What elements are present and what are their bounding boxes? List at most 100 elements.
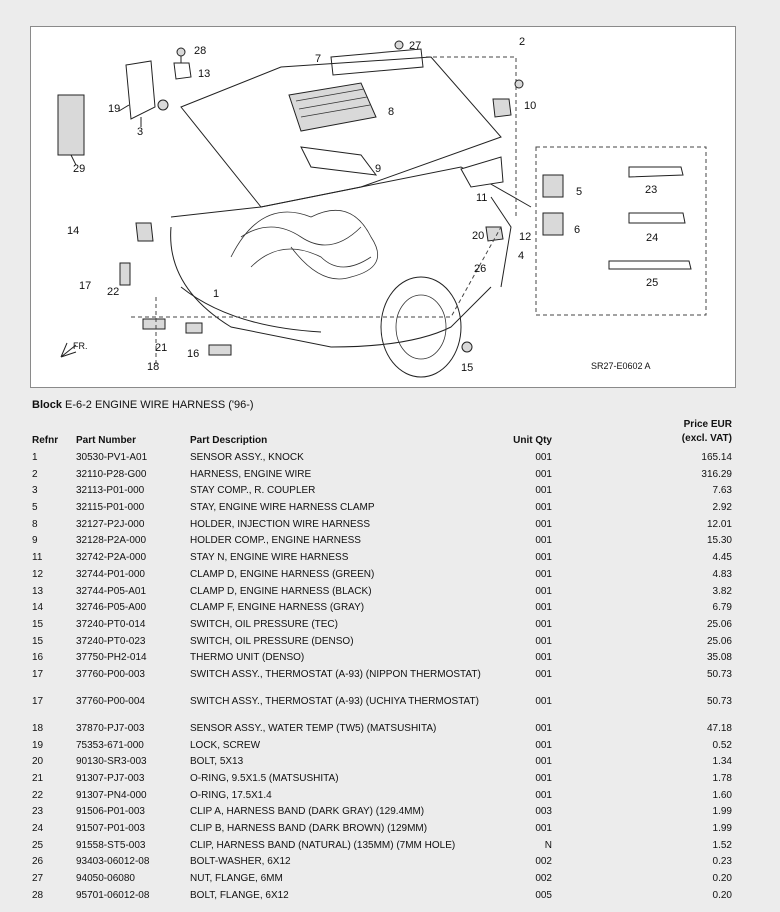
callout-18: 18 xyxy=(147,361,159,373)
cell-part-number: 37240-PT0-014 xyxy=(76,618,146,630)
parts-table: Refnr Part Number Part Description Unit … xyxy=(32,418,742,905)
col-price-header-line1: Price EUR xyxy=(683,419,732,430)
callout-4: 4 xyxy=(518,250,524,262)
cell-description: CLIP, HARNESS BAND (NATURAL) (135MM) (7M… xyxy=(190,839,456,851)
callout-29: 29 xyxy=(73,163,85,175)
cell-description: STAY COMP., R. COUPLER xyxy=(190,485,316,497)
cell-description: SWITCH, OIL PRESSURE (DENSO) xyxy=(190,635,354,647)
part-9-holder xyxy=(300,146,378,176)
cell-ref: 24 xyxy=(32,823,44,835)
cell-part-number: 75353-671-000 xyxy=(76,739,144,751)
cell-part-number: 32127-P2J-000 xyxy=(76,518,145,530)
cell-part-number: 93403-06012-08 xyxy=(76,856,150,868)
cell-part-number: 32746-P05-A00 xyxy=(76,602,147,614)
cell-ref: 22 xyxy=(32,789,44,801)
cell-price: 316.29 xyxy=(701,468,732,480)
cell-ref: 2 xyxy=(32,468,38,480)
cell-ref: 11 xyxy=(32,552,43,564)
cell-description: O-RING, 9.5X1.5 (MATSUSHITA) xyxy=(190,773,339,784)
cell-price: 50.73 xyxy=(706,695,732,707)
cell-price: 12.01 xyxy=(706,518,732,530)
callout-8: 8 xyxy=(388,106,394,118)
cell-price: 25.06 xyxy=(706,618,732,630)
cell-ref: 8 xyxy=(32,518,38,530)
part-25-clip xyxy=(608,260,692,270)
callout-11: 11 xyxy=(476,192,487,204)
cell-qty: 001 xyxy=(535,518,552,530)
part-18-sensor xyxy=(142,318,166,330)
cell-qty: 001 xyxy=(535,652,552,664)
cell-description: NUT, FLANGE, 6MM xyxy=(190,873,283,885)
part-12-clamp xyxy=(485,226,504,242)
part-3-stay xyxy=(125,60,156,120)
callout-2: 2 xyxy=(519,36,525,48)
cell-description: CLAMP F, ENGINE HARNESS (GRAY) xyxy=(190,602,365,614)
cell-price: 4.45 xyxy=(712,552,732,564)
col-ref-header: Refnr xyxy=(32,435,59,446)
cell-description: CLAMP D, ENGINE HARNESS (BLACK) xyxy=(190,585,372,597)
cell-description: HARNESS, ENGINE WIRE xyxy=(190,468,312,480)
part-6-stay xyxy=(542,212,564,236)
callout-17: 17 xyxy=(79,280,91,292)
block-title: Block E-6-2 ENGINE WIRE HARNESS ('96-) xyxy=(32,399,254,411)
part-24-clip xyxy=(628,212,686,224)
part-5-stay xyxy=(542,174,564,198)
cell-qty: 001 xyxy=(535,668,552,680)
callout-22: 22 xyxy=(107,286,119,298)
cell-price: 165.14 xyxy=(701,452,732,463)
callout-9: 9 xyxy=(375,163,381,175)
engine-harness-illustration: FR. 1 2 3 4 5 6 7 8 9 10 11 12 13 14 15 … xyxy=(57,36,707,378)
callout-27: 27 xyxy=(409,40,421,52)
cell-qty: 001 xyxy=(535,602,552,614)
callout-6: 6 xyxy=(574,224,580,236)
part-13-clamp xyxy=(173,62,192,80)
cell-description: SWITCH ASSY., THERMOSTAT (A-93) (NIPPON … xyxy=(190,668,481,680)
cell-ref: 18 xyxy=(32,722,44,734)
callout-10: 10 xyxy=(524,100,536,112)
cell-price: 1.34 xyxy=(712,756,732,768)
cell-description: BOLT, FLANGE, 6X12 xyxy=(190,889,289,901)
cell-price: 1.78 xyxy=(712,773,732,784)
cell-part-number: 32128-P2A-000 xyxy=(76,535,147,547)
cell-ref: 14 xyxy=(32,602,44,614)
callout-13: 13 xyxy=(198,68,210,80)
cell-ref: 19 xyxy=(32,739,44,751)
cell-part-number: 90130-SR3-003 xyxy=(76,756,147,768)
cell-part-number: 32113-P01-000 xyxy=(76,485,145,497)
cell-ref: 17 xyxy=(32,695,44,707)
block-label: Block xyxy=(32,399,62,411)
cell-description: SWITCH, OIL PRESSURE (TEC) xyxy=(190,618,338,630)
cell-qty: 001 xyxy=(535,502,552,514)
callout-5: 5 xyxy=(576,186,582,198)
cell-qty: 001 xyxy=(535,695,552,707)
cell-description: CLIP B, HARNESS BAND (DARK BROWN) (129MM… xyxy=(190,823,428,835)
cell-description: THERMO UNIT (DENSO) xyxy=(190,652,305,664)
cell-description: CLAMP D, ENGINE HARNESS (GREEN) xyxy=(190,568,375,580)
cell-part-number: 91507-P01-003 xyxy=(76,823,145,835)
cell-part-number: 91307-PJ7-003 xyxy=(76,773,145,784)
cell-ref: 26 xyxy=(32,856,44,868)
cell-qty: 001 xyxy=(535,568,552,580)
callout-28: 28 xyxy=(194,45,206,57)
cell-price: 50.73 xyxy=(706,668,732,680)
cell-price: 7.63 xyxy=(712,485,732,497)
part-7-stay xyxy=(330,48,424,76)
cell-part-number: 37240-PT0-023 xyxy=(76,635,146,647)
cell-description: O-RING, 17.5X1.4 xyxy=(190,789,272,801)
cell-qty: 001 xyxy=(535,789,552,801)
part-1-knock-sensor xyxy=(208,344,232,356)
callout-1: 1 xyxy=(213,288,219,300)
table-row: 14 32746-P05-A00 CLAMP F, ENGINE HARNESS (… xyxy=(32,600,742,617)
cell-qty: 001 xyxy=(535,552,552,564)
part-23-clip xyxy=(628,166,684,178)
cell-description: SENSOR ASSY., KNOCK xyxy=(190,452,304,463)
cell-part-number: 32742-P2A-000 xyxy=(76,552,147,564)
callout-3: 3 xyxy=(137,126,143,138)
